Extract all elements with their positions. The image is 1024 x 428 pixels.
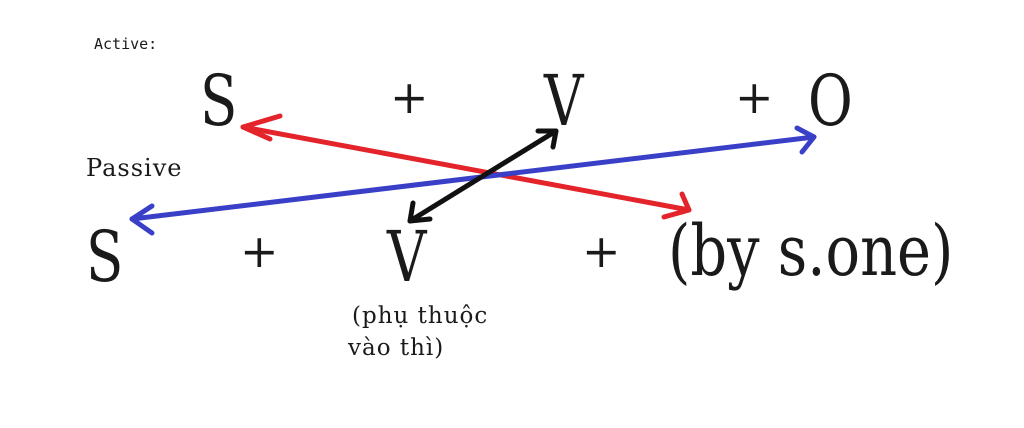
black-arrowhead-bottom: [407, 200, 433, 224]
passive-label: Passive: [86, 154, 183, 182]
passive-agent: (by s.one): [668, 210, 954, 292]
blue-arrow-object-to-subject: [129, 125, 817, 236]
passive-plus-1: +: [240, 224, 279, 278]
verb-note-line-1: (phụ thuộc: [352, 303, 489, 329]
black-arrow-verb-link: [407, 128, 559, 224]
active-label: Active:: [94, 35, 158, 53]
blue-arrowhead-right: [794, 125, 817, 155]
active-verb: V: [544, 60, 584, 142]
blue-arrowhead-left: [129, 203, 155, 236]
blue-arrow-shaft: [129, 134, 817, 222]
red-arrowhead-right: [661, 191, 692, 220]
passive-subject: S: [86, 216, 124, 298]
red-arrow-shaft: [240, 124, 692, 213]
active-plus-1: +: [390, 70, 429, 124]
black-arrowhead-top: [535, 128, 559, 150]
passive-verb: V: [387, 216, 427, 298]
active-object: O: [808, 60, 853, 142]
verb-note-line-2: vào thì): [348, 335, 445, 361]
black-arrow-shaft: [407, 128, 559, 224]
passive-plus-2: +: [582, 224, 621, 278]
active-subject: S: [200, 60, 238, 142]
active-plus-2: +: [735, 70, 774, 124]
red-arrowhead-left: [240, 113, 283, 142]
red-arrow-subject-to-agent: [240, 113, 692, 220]
